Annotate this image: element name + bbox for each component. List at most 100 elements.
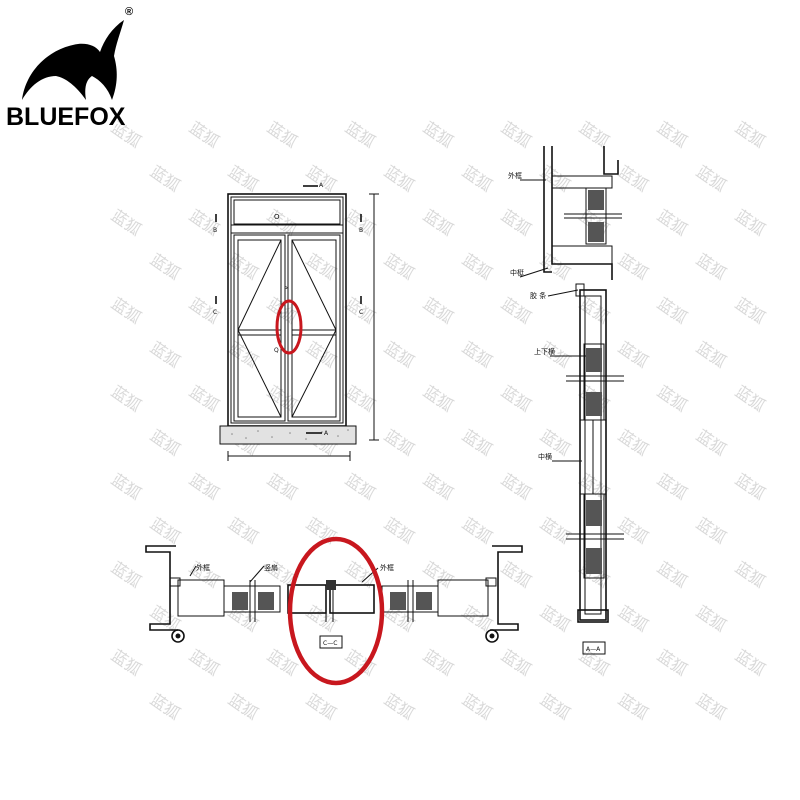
meeting-stile-section-highlight bbox=[287, 536, 385, 686]
watermark-text: 蓝狐 bbox=[381, 250, 418, 284]
watermark-text: 蓝狐 bbox=[420, 294, 457, 328]
left-leaf-diamond bbox=[237, 239, 282, 418]
watermark-text: 蓝狐 bbox=[693, 514, 730, 548]
top-glass-unit bbox=[585, 187, 607, 245]
watermark-text: 蓝狐 bbox=[186, 206, 223, 240]
transom-mark: O bbox=[274, 213, 280, 221]
watermark-text: 蓝狐 bbox=[225, 250, 262, 284]
label-middle-frame: 中梃 bbox=[510, 268, 524, 277]
watermark-text: 蓝狐 bbox=[693, 426, 730, 460]
watermark-text: 蓝狐 bbox=[147, 162, 184, 196]
bluefox-logo: ® BLUEFOX bbox=[6, 6, 133, 131]
watermark-text: 蓝狐 bbox=[615, 162, 652, 196]
watermark-text: 蓝狐 bbox=[693, 690, 730, 724]
watermark-text: 蓝狐 bbox=[654, 382, 691, 416]
watermark-text: 蓝狐 bbox=[459, 162, 496, 196]
watermark-text: 蓝狐 bbox=[108, 294, 145, 328]
floor-sill bbox=[219, 425, 357, 445]
watermark-text: 蓝狐 bbox=[420, 646, 457, 680]
right-leaf-diamond bbox=[291, 239, 337, 418]
watermark-text: 蓝狐 bbox=[537, 514, 574, 548]
watermark-text: 蓝狐 bbox=[537, 602, 574, 636]
watermark-text: 蓝狐 bbox=[732, 646, 769, 680]
watermark-text: 蓝狐 bbox=[654, 206, 691, 240]
label-outer-frame-right: 外框 bbox=[380, 563, 394, 572]
watermark-text: 蓝狐 bbox=[537, 690, 574, 724]
watermark-text: 蓝狐 bbox=[498, 646, 535, 680]
right-leaf bbox=[287, 234, 341, 422]
watermark-text: 蓝狐 bbox=[303, 602, 340, 636]
watermark-text: 蓝狐 bbox=[693, 602, 730, 636]
fox-logo-icon bbox=[22, 20, 124, 100]
watermark-text: 蓝狐 bbox=[693, 338, 730, 372]
watermark-text: 蓝狐 bbox=[615, 602, 652, 636]
section-mark-b-left: B bbox=[213, 227, 217, 234]
upper-mark: P bbox=[284, 286, 288, 293]
right-leaf-glass bbox=[291, 239, 337, 418]
watermark-text: 蓝狐 bbox=[498, 118, 535, 152]
watermark-text: 蓝狐 bbox=[381, 338, 418, 372]
watermark-text: 蓝狐 bbox=[381, 162, 418, 196]
watermark-text: 蓝狐 bbox=[108, 470, 145, 504]
watermark-text: 蓝狐 bbox=[381, 514, 418, 548]
watermark-text: 蓝狐 bbox=[186, 470, 223, 504]
watermark-text: 蓝狐 bbox=[732, 558, 769, 592]
horizontal-section: 外框 竖扇 外框 C—C bbox=[145, 536, 523, 686]
watermark-text: 蓝狐 bbox=[459, 250, 496, 284]
label-mullion: 竖扇 bbox=[264, 563, 278, 572]
watermark-text: 蓝狐 bbox=[264, 118, 301, 152]
transom-glass bbox=[233, 199, 341, 225]
watermark-text: 蓝狐 bbox=[342, 118, 379, 152]
watermark-text: 蓝狐 bbox=[186, 294, 223, 328]
watermark-text: 蓝狐 bbox=[225, 162, 262, 196]
lower-glass-block bbox=[583, 493, 605, 579]
left-leaf bbox=[233, 234, 286, 422]
watermark-text: 蓝狐 bbox=[108, 646, 145, 680]
watermark-text: 蓝狐 bbox=[459, 338, 496, 372]
watermark-text: 蓝狐 bbox=[108, 206, 145, 240]
watermark-text: 蓝狐 bbox=[303, 250, 340, 284]
section-mark-c-left: C bbox=[213, 309, 217, 316]
horizontal-section-caption: C—C bbox=[323, 640, 337, 647]
label-rubber-strip: 胶 条 bbox=[530, 291, 546, 300]
watermark-text: 蓝狐 bbox=[615, 514, 652, 548]
watermark-text: 蓝狐 bbox=[420, 206, 457, 240]
watermark-text: 蓝狐 bbox=[420, 118, 457, 152]
watermark-text: 蓝狐 bbox=[147, 338, 184, 372]
watermark-text: 蓝狐 bbox=[147, 250, 184, 284]
watermark-text: 蓝狐 bbox=[615, 690, 652, 724]
section-mark-a-top: A bbox=[319, 182, 324, 189]
watermark-layer: 蓝狐蓝狐蓝狐蓝狐蓝狐蓝狐蓝狐蓝狐蓝狐蓝狐蓝狐蓝狐蓝狐蓝狐蓝狐蓝狐蓝狐蓝狐蓝狐蓝狐… bbox=[108, 118, 769, 724]
watermark-text: 蓝狐 bbox=[693, 162, 730, 196]
watermark-text: 蓝狐 bbox=[615, 426, 652, 460]
meeting-stile-right bbox=[329, 584, 375, 614]
brand-name: BLUEFOX bbox=[6, 103, 126, 131]
label-top-bottom-rail: 上下横 bbox=[534, 347, 555, 356]
watermark-text: 蓝狐 bbox=[732, 118, 769, 152]
label-middle-rail: 中横 bbox=[538, 452, 552, 461]
watermark-text: 蓝狐 bbox=[108, 382, 145, 416]
watermark-text: 蓝狐 bbox=[381, 426, 418, 460]
transom-rail bbox=[230, 224, 344, 234]
watermark-text: 蓝狐 bbox=[654, 470, 691, 504]
watermark-text: 蓝狐 bbox=[264, 470, 301, 504]
watermark-text: 蓝狐 bbox=[498, 206, 535, 240]
watermark-text: 蓝狐 bbox=[654, 118, 691, 152]
watermark-text: 蓝狐 bbox=[498, 382, 535, 416]
watermark-text: 蓝狐 bbox=[303, 690, 340, 724]
watermark-text: 蓝狐 bbox=[147, 426, 184, 460]
section-mark-c-right: C bbox=[359, 309, 363, 316]
watermark-text: 蓝狐 bbox=[420, 470, 457, 504]
watermark-text: 蓝狐 bbox=[342, 382, 379, 416]
section-mark-a-bottom: A bbox=[324, 430, 329, 437]
watermark-text: 蓝狐 bbox=[225, 514, 262, 548]
elevation-inner-frame bbox=[230, 196, 344, 424]
label-outer-frame-left: 外框 bbox=[196, 563, 210, 572]
watermark-text: 蓝狐 bbox=[459, 514, 496, 548]
watermark-text: 蓝狐 bbox=[225, 690, 262, 724]
watermark-text: 蓝狐 bbox=[537, 162, 574, 196]
watermark-text: 蓝狐 bbox=[186, 118, 223, 152]
lower-mark: Q bbox=[274, 347, 279, 354]
label-outer-frame: 外框 bbox=[508, 171, 522, 180]
